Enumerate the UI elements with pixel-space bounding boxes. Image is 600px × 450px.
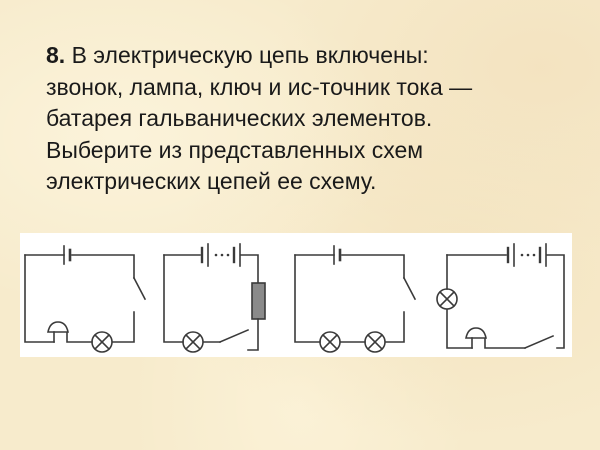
wire [163, 254, 184, 343]
question-text: 8. В электрическую цепь включены: звонок… [46, 40, 586, 198]
battery-icon [200, 243, 241, 267]
circuit-2[interactable] [163, 243, 266, 353]
lamp-icon [91, 331, 113, 353]
battery-icon [506, 243, 547, 267]
circuit-diagrams-panel [20, 233, 572, 357]
wire [24, 254, 135, 279]
circuit-4[interactable] [436, 243, 565, 350]
wire [163, 254, 259, 284]
question-number: 8. [46, 42, 66, 68]
wire [384, 311, 405, 343]
switch-icon [132, 276, 147, 301]
question-line-4: Выберите из представленных схем [46, 136, 424, 163]
wire [484, 337, 526, 349]
wire [112, 311, 135, 343]
question-line-2: звонок, лампа, ключ и ис-точник тока — [46, 73, 473, 100]
bell-icon [47, 321, 69, 343]
wire [294, 254, 405, 279]
resistor-icon [251, 282, 266, 320]
switch-icon [218, 328, 250, 344]
switch-icon [402, 276, 417, 301]
wire [446, 254, 565, 349]
question-line-3: батарея гальванических элементов. [46, 105, 433, 131]
lamp-icon [436, 288, 458, 310]
question-line-1: 8. В электрическую цепь включены: [46, 42, 429, 68]
switch-icon [523, 334, 555, 350]
circuit-1[interactable] [24, 245, 147, 353]
bell-icon [465, 327, 487, 349]
wire [247, 318, 259, 351]
question-line-5: электрических цепей ее схему. [46, 168, 377, 194]
wire [446, 308, 473, 349]
lamp-icon [182, 331, 204, 353]
wire [24, 254, 55, 343]
wire [294, 254, 321, 343]
lamp-icon [364, 331, 386, 353]
circuit-3[interactable] [294, 245, 417, 353]
lamp-icon [319, 331, 341, 353]
wire [66, 331, 93, 343]
